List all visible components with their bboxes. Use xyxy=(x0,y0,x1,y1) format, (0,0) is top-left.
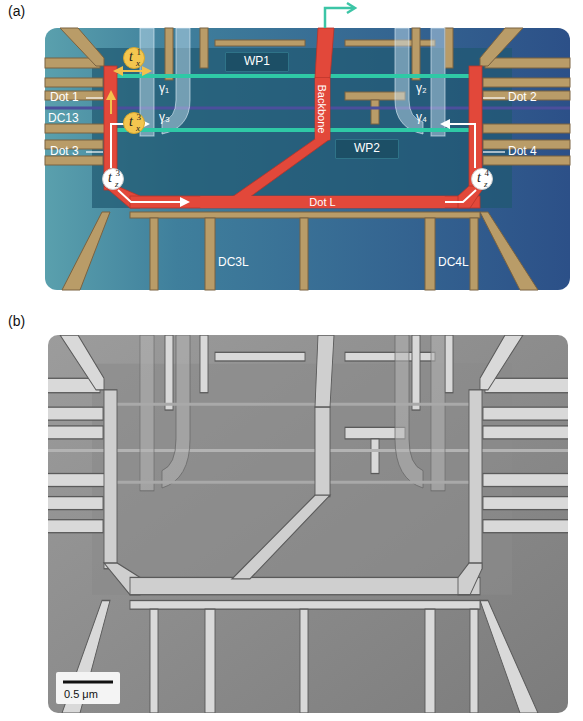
panel-background xyxy=(45,28,570,290)
symbol-letter: t xyxy=(477,171,481,185)
subscript: z xyxy=(484,180,488,189)
tunnel-arrow xyxy=(442,124,475,168)
majorana-label: γ₂ xyxy=(416,82,427,95)
dot-band: Dot L xyxy=(200,196,445,208)
sem-nanowire xyxy=(117,481,469,484)
gate-label: DC3L xyxy=(218,256,249,269)
dot-label: Dot 3 xyxy=(50,145,79,158)
hopping-arrow xyxy=(110,92,112,114)
coupling-badge: tz 3 xyxy=(102,168,124,190)
panel-label: (a) xyxy=(8,4,25,19)
gate-name: WP1 xyxy=(244,55,270,68)
superscript: 3 xyxy=(116,169,121,178)
gate-label: DC13 xyxy=(48,112,79,125)
superscript: 4 xyxy=(485,169,490,178)
coupler-gate-line xyxy=(45,107,570,110)
gate-name: Dot L xyxy=(309,196,335,208)
hopping-arrow xyxy=(115,70,150,72)
gate-name: Backbone xyxy=(317,85,329,134)
device-region xyxy=(92,48,512,208)
gate-electrodes xyxy=(45,28,570,290)
output-arrowhead xyxy=(347,3,355,13)
subscript: z xyxy=(115,180,119,189)
scale-bar-box xyxy=(56,672,120,704)
dot-label: Dot 1 xyxy=(50,91,79,104)
gate-name: WP2 xyxy=(354,142,380,155)
coupling-badge: tz 4 xyxy=(471,168,493,190)
plunger-gate: WP2 xyxy=(335,139,399,159)
scale-bar-label: 0.5 μm xyxy=(64,688,98,700)
gate-label: DC4L xyxy=(438,256,469,269)
hopping-badge: tx 3 xyxy=(123,112,145,134)
majorana-label: γ₃ xyxy=(159,111,170,124)
tunnel-gates xyxy=(140,28,445,136)
label-tick xyxy=(483,97,505,98)
sem-tunnel-gates xyxy=(140,335,445,491)
nanowire xyxy=(117,74,469,78)
symbol-letter: t xyxy=(129,50,133,64)
nanowire xyxy=(117,128,469,132)
label-tick xyxy=(86,151,103,152)
superscript: 1 xyxy=(137,48,142,57)
sem-loop xyxy=(104,335,482,595)
symbol-letter: t xyxy=(129,115,133,129)
tunnel-arrow xyxy=(118,190,188,202)
sem-device-region xyxy=(92,364,512,595)
sem-gates xyxy=(48,335,568,713)
dot-label: Dot 2 xyxy=(508,91,537,104)
sem-image xyxy=(48,335,568,713)
majorana-label: γ₁ xyxy=(159,82,169,95)
backbone-gate: Backbone xyxy=(315,78,330,140)
sem-nanowire xyxy=(117,403,469,406)
majorana-label: γ₄ xyxy=(416,111,427,124)
scale-bar xyxy=(63,681,113,684)
symbol-letter: t xyxy=(108,171,112,185)
dot-label: Dot 4 xyxy=(508,145,537,158)
sem-coupler-line xyxy=(48,449,568,452)
label-tick xyxy=(483,151,505,152)
subscript: x xyxy=(136,59,140,68)
label-tick xyxy=(86,97,103,98)
panel-label: (b) xyxy=(8,314,25,329)
plunger-gate: WP1 xyxy=(225,52,289,72)
superconducting-loop xyxy=(104,28,482,208)
superscript: 3 xyxy=(137,113,142,122)
hopping-badge: tx 1 xyxy=(123,47,145,69)
subscript: x xyxy=(136,124,140,133)
